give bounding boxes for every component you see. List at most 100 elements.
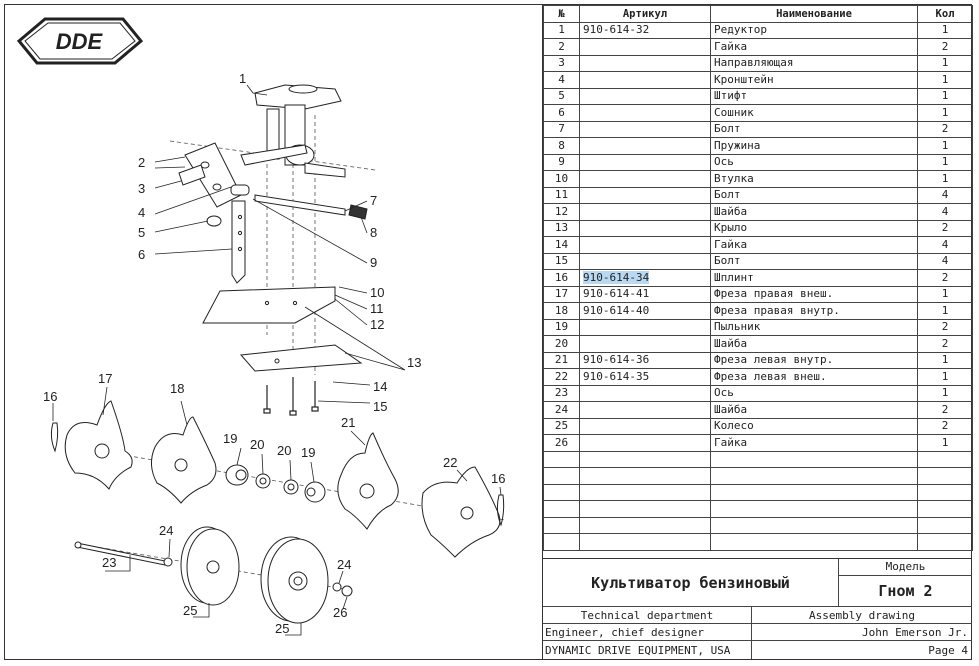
row-number: 26 xyxy=(543,434,580,452)
callout-25-left: 25 xyxy=(183,603,197,618)
row-name xyxy=(710,467,918,485)
row-article: 910-614-40 xyxy=(579,302,711,320)
tiller-blade-18 xyxy=(151,416,217,504)
header-quantity: Кол xyxy=(917,5,973,23)
selected-article-highlight[interactable]: 910-614-34 xyxy=(583,270,650,284)
row-number: 16 xyxy=(543,269,580,287)
callout-leaders xyxy=(52,84,502,636)
row-name: Редуктор xyxy=(710,21,918,39)
row-quantity: 4 xyxy=(917,236,973,254)
row-article xyxy=(579,219,711,237)
title-block: Культиватор бензиновый Модель Гном 2 Tec… xyxy=(543,558,972,660)
row-name xyxy=(710,516,918,534)
row-article xyxy=(579,417,711,435)
callout-19-right: 19 xyxy=(301,445,315,460)
callout-16-left: 16 xyxy=(43,389,57,404)
row-number xyxy=(543,450,580,468)
row-name: Крыло xyxy=(710,219,918,237)
row-number: 5 xyxy=(543,87,580,105)
callout-17: 17 xyxy=(98,371,112,386)
row-article: 910-614-36 xyxy=(579,351,711,369)
parts-table-header: № Артикул Наименование Кол xyxy=(543,5,973,23)
row-number: 4 xyxy=(543,71,580,89)
row-name: Шайба xyxy=(710,401,918,419)
row-article xyxy=(579,236,711,254)
row-quantity: 1 xyxy=(917,104,973,122)
exploded-view-svg: DDE xyxy=(16,17,505,636)
row-article xyxy=(579,104,711,122)
row-number: 7 xyxy=(543,120,580,138)
logo-text: DDE xyxy=(56,29,104,54)
callout-8: 8 xyxy=(370,225,377,240)
row-quantity xyxy=(917,516,973,534)
row-number xyxy=(543,483,580,501)
row-name: Пыльник xyxy=(710,318,918,336)
tiller-blade-21 xyxy=(337,432,399,530)
dde-logo: DDE xyxy=(16,17,144,65)
row-name: Фреза левая внеш. xyxy=(710,368,918,386)
row-article: 910-614-32 xyxy=(579,21,711,39)
row-number: 25 xyxy=(543,417,580,435)
department: Technical department xyxy=(580,608,714,622)
model-name: Гном 2 xyxy=(878,582,933,600)
coulter-part xyxy=(231,200,246,284)
table-row xyxy=(543,467,973,485)
row-article xyxy=(579,170,711,188)
row-number: 20 xyxy=(543,335,580,353)
row-name: Штифт xyxy=(710,87,918,105)
callout-7: 7 xyxy=(370,193,377,208)
row-name: Шплинт xyxy=(710,269,918,287)
row-quantity: 2 xyxy=(917,38,973,56)
row-number: 15 xyxy=(543,252,580,270)
exploded-view-drawing: DDE xyxy=(5,5,541,659)
row-quantity: 2 xyxy=(917,120,973,138)
row-number xyxy=(543,467,580,485)
fender-part xyxy=(202,286,363,372)
table-row xyxy=(543,483,973,501)
drawing-type: Assembly drawing xyxy=(751,607,972,623)
callout-15: 15 xyxy=(373,399,387,414)
row-quantity: 2 xyxy=(917,318,973,336)
callout-26: 26 xyxy=(333,605,347,620)
row-number: 10 xyxy=(543,170,580,188)
callout-4: 4 xyxy=(138,205,145,220)
row-name xyxy=(710,450,918,468)
callout-22: 22 xyxy=(443,455,457,470)
row-quantity: 2 xyxy=(917,417,973,435)
row-article xyxy=(579,434,711,452)
row-quantity: 4 xyxy=(917,252,973,270)
header-number: № xyxy=(543,5,580,23)
bolts-part xyxy=(263,377,319,416)
callout-14: 14 xyxy=(373,379,387,394)
row-article xyxy=(579,54,711,72)
row-name: Фреза правая внутр. xyxy=(710,302,918,320)
row-article xyxy=(579,516,711,534)
row-quantity xyxy=(917,467,973,485)
row-name: Колесо xyxy=(710,417,918,435)
row-article xyxy=(579,335,711,353)
row-article xyxy=(579,384,711,402)
row-article xyxy=(579,203,711,221)
callout-3: 3 xyxy=(138,181,145,196)
row-article: 910-614-34 xyxy=(579,269,711,287)
title-block-author-row: Engineer, chief designer John Emerson Jr… xyxy=(543,624,972,641)
row-quantity: 1 xyxy=(917,368,973,386)
callout-numbers: 1 2 3 4 5 6 7 8 9 10 11 12 13 14 15 16 1… xyxy=(43,71,505,636)
row-name: Болт xyxy=(710,186,918,204)
row-quantity xyxy=(917,483,973,501)
header-name: Наименование xyxy=(710,5,918,23)
table-row xyxy=(543,450,973,468)
